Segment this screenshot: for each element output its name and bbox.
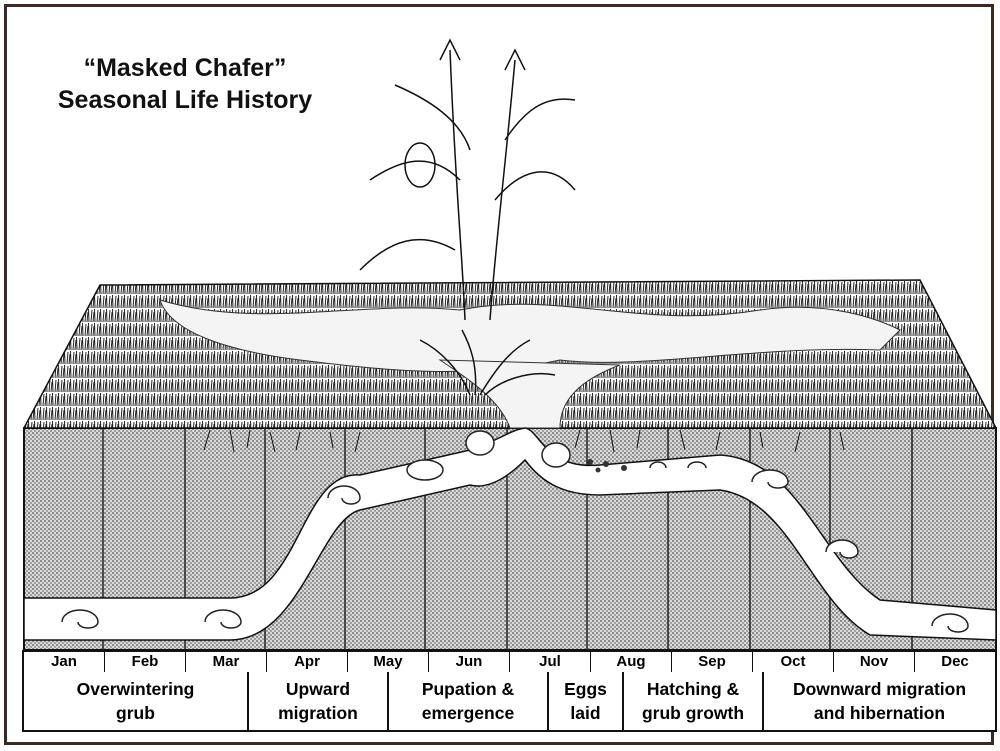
stage-label: Overwintering [77,677,195,701]
grub-icon [688,462,706,468]
month-label: Feb [105,652,186,672]
beetle-icon [466,431,494,455]
month-axis: Jan Feb Mar Apr May Jun Jul Aug Sep Oct … [22,650,997,674]
month-label: Jan [24,652,105,672]
month-label: Aug [591,652,672,672]
beetle-icon [542,443,570,467]
pupa-icon [407,460,443,480]
stage-label: Hatching & [642,677,744,701]
stage-pupation: Pupation &emergence [389,672,549,730]
month-label: Mar [186,652,267,672]
title-line-1: “Masked Chafer” [20,52,350,84]
month-label: Jun [429,652,510,672]
month-label: Nov [834,652,915,672]
stage-label: Pupation & [422,677,514,701]
month-label: Oct [753,652,834,672]
stage-label: grub growth [642,701,744,725]
stage-label: emergence [422,701,514,725]
stage-label: grub [77,701,195,725]
stage-label: Eggs [564,677,607,701]
month-label: Apr [267,652,348,672]
stage-label: laid [564,701,607,725]
month-label: Sep [672,652,753,672]
month-label: Jul [510,652,591,672]
corn-plant-illustration [360,40,575,320]
stage-label: migration [278,701,358,725]
month-label: May [348,652,429,672]
diagram-title: “Masked Chafer” Seasonal Life History [20,52,350,116]
month-label: Dec [915,652,995,672]
stage-hatching: Hatching &grub growth [624,672,764,730]
grub-icon [650,462,666,468]
title-line-2: Seasonal Life History [20,84,350,116]
stage-label: Upward [278,677,358,701]
stage-label: Downward migration [793,677,966,701]
stage-label: and hibernation [793,701,966,725]
